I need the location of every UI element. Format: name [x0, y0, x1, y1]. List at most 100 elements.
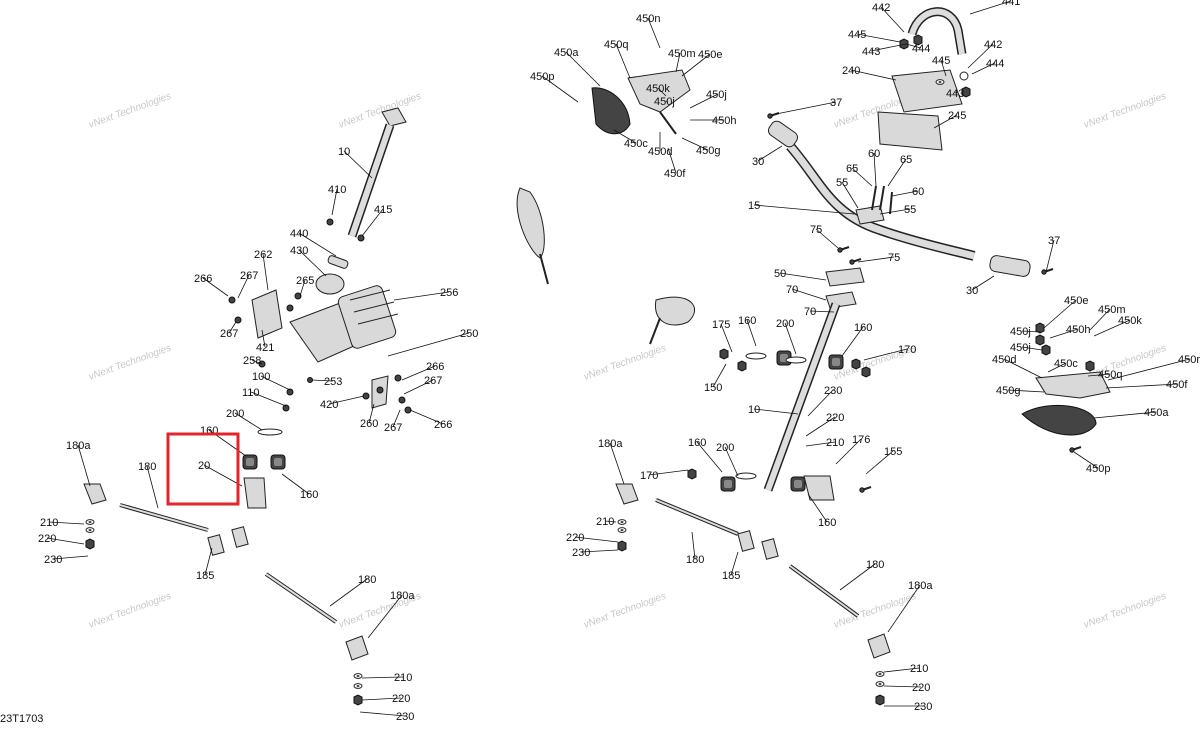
- left-leader-line: [403, 379, 434, 395]
- right-leader-line: [665, 100, 669, 103]
- right-part-callout: 175: [712, 319, 730, 331]
- right-leader-line: [681, 137, 709, 151]
- left-leader-line: [409, 409, 444, 425]
- right-part-callout: 75: [810, 224, 822, 236]
- right-leader-line: [691, 531, 696, 560]
- right-part-callout: 450q: [604, 39, 628, 51]
- left-leader-line: [48, 521, 85, 525]
- right-leader-line: [1021, 330, 1041, 333]
- right-leader-line: [1089, 308, 1111, 331]
- right-part-callout: 450d: [648, 146, 672, 158]
- right-part-callout: 60: [868, 148, 880, 160]
- right-part-callout: 185: [722, 570, 740, 582]
- right-leader-line: [580, 549, 619, 553]
- right-leader-line: [807, 389, 834, 417]
- right-part-callout: 240: [842, 65, 860, 77]
- watermark-text: vNext Technologies: [337, 91, 422, 131]
- right-part-callout: 160: [818, 517, 836, 529]
- right-part-callout: 442: [984, 39, 1002, 51]
- left-part-callout: 210: [394, 672, 412, 684]
- steering-column-right: [687, 291, 872, 501]
- right-leader-line: [615, 43, 631, 79]
- left-leader-line: [77, 444, 91, 487]
- right-part-callout: 176: [852, 434, 870, 446]
- left-leader-line: [52, 555, 89, 560]
- right-part-callout: 170: [898, 344, 916, 356]
- right-leader-line: [574, 536, 619, 543]
- right-leader-line: [971, 275, 995, 291]
- right-part-callout: 450a: [554, 47, 579, 59]
- left-leader-line: [202, 277, 229, 297]
- left-part-callout: 180a: [390, 590, 415, 602]
- left-part-callout: 267: [220, 328, 238, 340]
- right-part-callout: 55: [904, 204, 916, 216]
- right-part-callout: 180a: [598, 438, 623, 450]
- right-part-callout: 65: [846, 163, 858, 175]
- right-leader-line: [857, 256, 895, 263]
- right-leader-line: [1073, 451, 1099, 469]
- right-part-callout: 210: [826, 437, 844, 449]
- right-leader-line: [863, 348, 908, 361]
- drawing-id: 23T1703: [0, 713, 43, 725]
- highlight-box: [166, 432, 240, 506]
- right-leader-line: [720, 323, 733, 353]
- left-part-callout: 266: [434, 419, 452, 431]
- right-leader-line: [791, 288, 827, 301]
- right-leader-line: [873, 152, 877, 187]
- right-leader-line: [667, 147, 677, 174]
- right-leader-line: [1087, 373, 1111, 377]
- right-leader-line: [1007, 389, 1045, 393]
- right-part-callout: 450q: [1098, 369, 1122, 381]
- handlebar: [766, 112, 1054, 287]
- left-leader-line: [204, 547, 213, 576]
- right-leader-line: [753, 408, 799, 415]
- right-leader-line: [565, 51, 601, 87]
- left-leader-line: [367, 594, 403, 639]
- left-leader-line: [298, 232, 337, 257]
- left-part-callout: 262: [254, 249, 272, 261]
- right-leader-line: [933, 114, 958, 129]
- right-leader-line: [850, 69, 897, 81]
- right-leader-line: [940, 59, 947, 77]
- right-part-callout: 450j: [1010, 326, 1031, 338]
- right-part-callout: 450c: [624, 138, 648, 150]
- left-leader-line: [228, 321, 237, 334]
- right-part-callout: 70: [786, 284, 798, 296]
- right-leader-line: [880, 6, 905, 33]
- right-part-callout: 210: [596, 516, 614, 528]
- right-leader-line: [613, 129, 637, 144]
- right-leader-line: [835, 438, 862, 465]
- watermark-text: vNext Technologies: [1082, 591, 1167, 631]
- left-part-callout: 415: [374, 204, 392, 216]
- left-part-callout: 180a: [66, 440, 91, 452]
- right-part-callout: 450h: [1066, 324, 1090, 336]
- left-leader-line: [361, 208, 384, 237]
- left-part-callout: 420: [320, 399, 338, 411]
- right-part-callout: 230: [572, 547, 590, 559]
- watermark-text: vNext Technologies: [582, 591, 667, 631]
- right-leader-line: [841, 326, 864, 357]
- left-leader-line: [343, 150, 373, 179]
- handguard-left-top: [591, 69, 691, 135]
- right-leader-line: [954, 91, 959, 94]
- right-leader-line: [839, 563, 876, 591]
- watermark-text: vNext Technologies: [832, 591, 917, 631]
- left-part-callout: 267: [240, 270, 258, 282]
- right-part-callout: 37: [1048, 235, 1060, 247]
- left-part-callout: 10: [338, 146, 350, 158]
- left-assembly: [83, 107, 412, 706]
- right-leader-line: [815, 228, 839, 249]
- right-part-callout: 150: [704, 382, 722, 394]
- right-part-callout: 450c: [1054, 358, 1078, 370]
- right-leader-line: [865, 450, 894, 475]
- leader-lines: [46, 0, 1191, 717]
- left-leader-line: [328, 395, 365, 405]
- left-part-callout: 230: [44, 554, 62, 566]
- left-leader-line: [146, 465, 159, 509]
- mirror: [516, 187, 695, 345]
- left-leader-line: [250, 391, 287, 407]
- right-part-callout: 442: [872, 2, 890, 14]
- handlebar-mount: [877, 7, 971, 151]
